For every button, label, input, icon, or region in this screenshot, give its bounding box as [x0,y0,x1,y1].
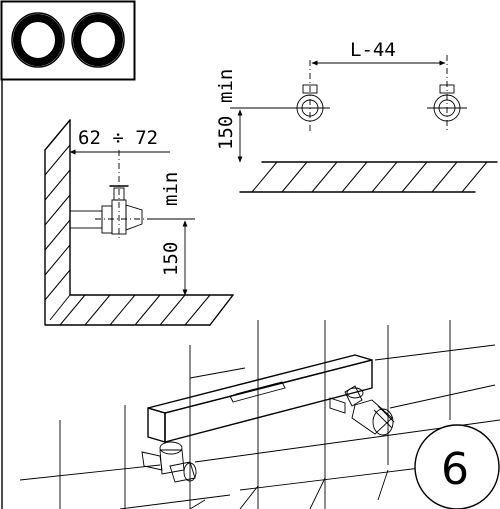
valve-perspective-right-icon [329,385,395,436]
valve-perspective-left-icon [141,441,197,483]
towel-rail-icon [147,354,373,443]
valve-spacing-dimension-label: L-44 [350,39,396,61]
double-o-rings-icon [11,12,125,68]
valve-side-icon [69,150,150,240]
side-min-label: min [160,172,182,206]
step-number: 6 [441,444,469,495]
step-number-badge: 6 [414,424,500,509]
valve-front-left-icon [290,60,330,132]
wall-offset-dimension-label: 62 ÷ 72 [78,127,158,149]
front-min-label: min [215,69,237,103]
front-view-diagram: L-44 150 min [215,39,498,193]
perspective-installation-view: 6 [19,320,500,509]
side-height-dimension-label: 150 [160,242,182,276]
o-rings-badge [0,0,136,81]
front-height-dimension-label: 150 [215,116,237,150]
side-view-diagram: 62 ÷ 72 150 min [44,119,234,326]
valve-front-right-icon [427,55,467,132]
